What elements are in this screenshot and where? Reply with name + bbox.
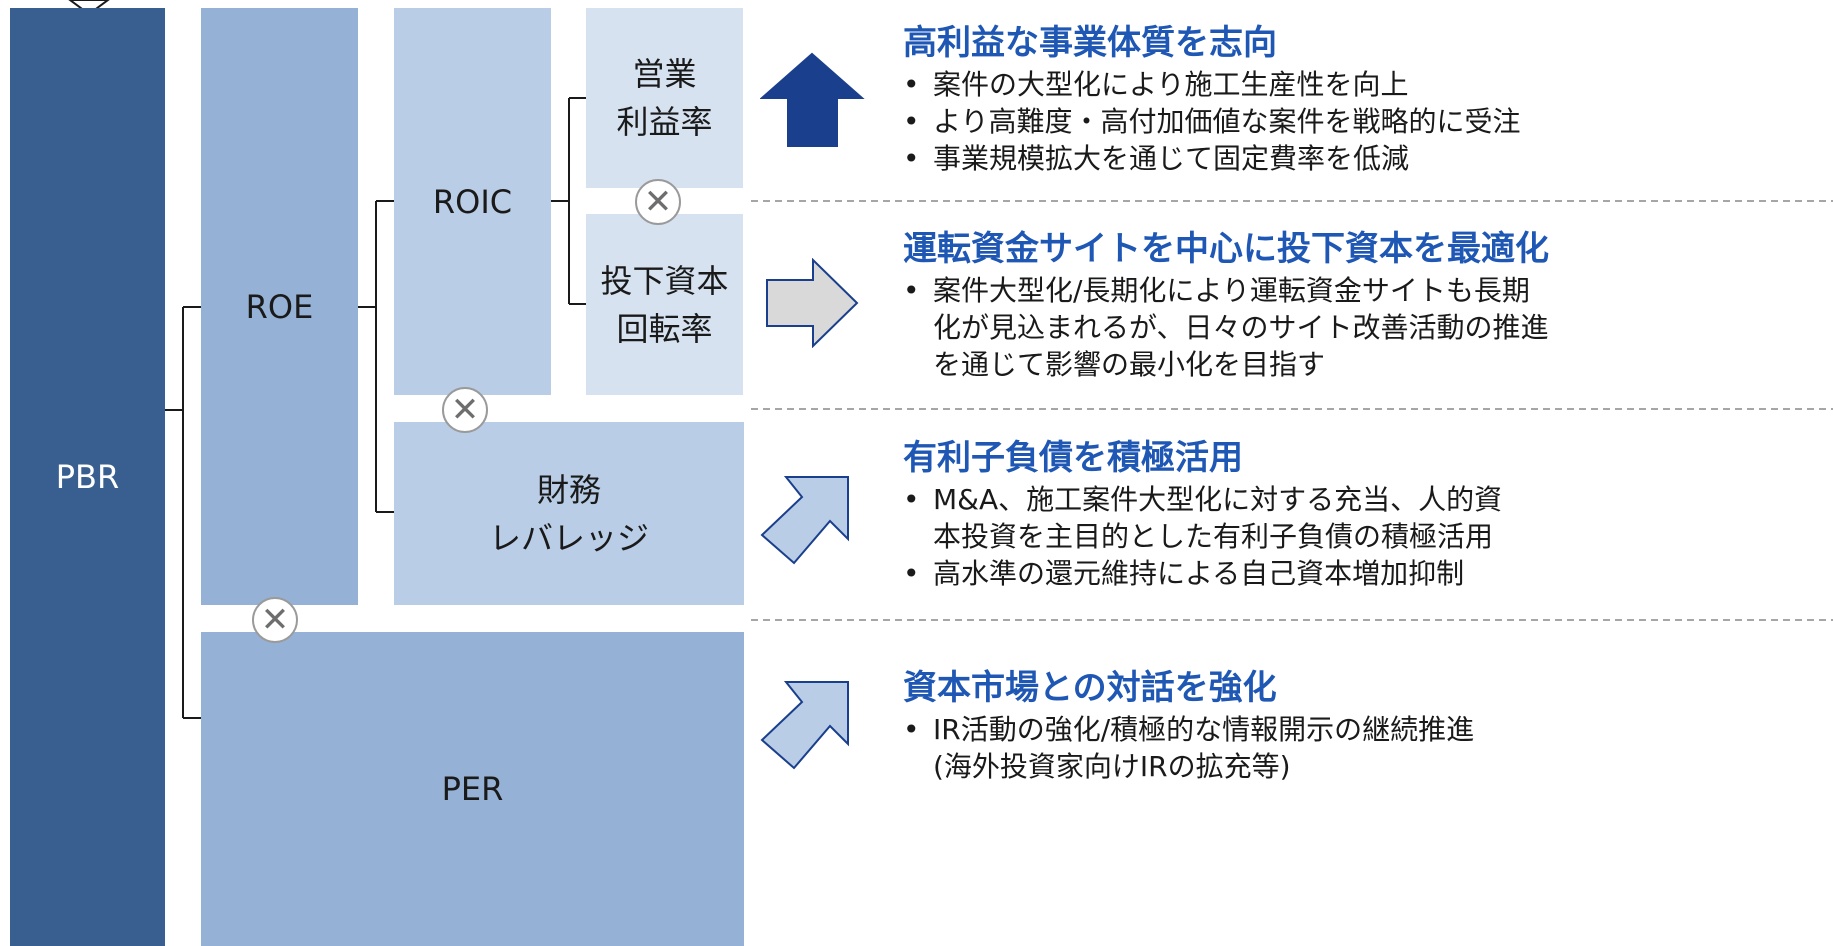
operating-margin-box: 営業 利益率 [586, 8, 743, 188]
up-right-arrow-icon [760, 681, 849, 770]
section-heading: 資本市場との対話を強化 [903, 668, 1277, 708]
up-arrow-icon [760, 52, 865, 147]
bullet-list: M&A、施工案件大型化に対する充当、人的資 本投資を主目的とした有利子負債の積極… [903, 481, 1823, 592]
bullet-item: より高難度・高付加価値な案件を戦略的に受注 [903, 103, 1823, 140]
section-profitability: 高利益な事業体質を志向 案件の大型化により施工生産性を向上 より高難度・高付加価… [903, 20, 1823, 177]
bullet-list: 案件大型化/長期化により運転資金サイトも長期 化が見込まれるが、日々のサイト改善… [903, 272, 1823, 383]
multiply-icon: ✕ [635, 179, 681, 225]
multiply-icon: ✕ [442, 387, 488, 433]
bullet-list: 案件の大型化により施工生産性を向上 より高難度・高付加価値な案件を戦略的に受注 … [903, 66, 1823, 177]
callout-pointer [68, 0, 110, 16]
section-market-dialogue: 資本市場との対話を強化 IR活動の強化/積極的な情報開示の継続推進 (海外投資家… [903, 665, 1823, 785]
capital-turnover-box: 投下資本 回転率 [586, 214, 743, 395]
section-heading: 高利益な事業体質を志向 [903, 23, 1277, 63]
roic-box: ROIC [394, 8, 551, 395]
per-box: PER [201, 632, 744, 946]
roe-box: ROE [201, 8, 358, 605]
section-heading: 運転資金サイトを中心に投下資本を最適化 [903, 229, 1549, 269]
bullet-list: IR活動の強化/積極的な情報開示の継続推進 (海外投資家向けIRの拡充等) [903, 711, 1823, 785]
bullet-item: IR活動の強化/積極的な情報開示の継続推進 (海外投資家向けIRの拡充等) [903, 711, 1823, 785]
bullet-item: 高水準の還元維持による自己資本増加抑制 [903, 555, 1823, 592]
multiply-icon: ✕ [252, 597, 298, 643]
section-heading: 有利子負債を積極活用 [903, 438, 1243, 478]
bullet-item: 事業規模拡大を通じて固定費率を低減 [903, 140, 1823, 177]
right-arrow-icon [766, 258, 859, 348]
bullet-item: M&A、施工案件大型化に対する充当、人的資 本投資を主目的とした有利子負債の積極… [903, 481, 1823, 555]
section-leverage: 有利子負債を積極活用 M&A、施工案件大型化に対する充当、人的資 本投資を主目的… [903, 435, 1823, 592]
bullet-item: 案件大型化/長期化により運転資金サイトも長期 化が見込まれるが、日々のサイト改善… [903, 272, 1823, 383]
bullet-item: 案件の大型化により施工生産性を向上 [903, 66, 1823, 103]
section-invested-capital: 運転資金サイトを中心に投下資本を最適化 案件大型化/長期化により運転資金サイトも… [903, 226, 1823, 383]
pbr-box: PBR [10, 8, 165, 946]
financial-leverage-box: 財務 レバレッジ [394, 422, 744, 605]
up-right-arrow-icon [760, 476, 849, 565]
